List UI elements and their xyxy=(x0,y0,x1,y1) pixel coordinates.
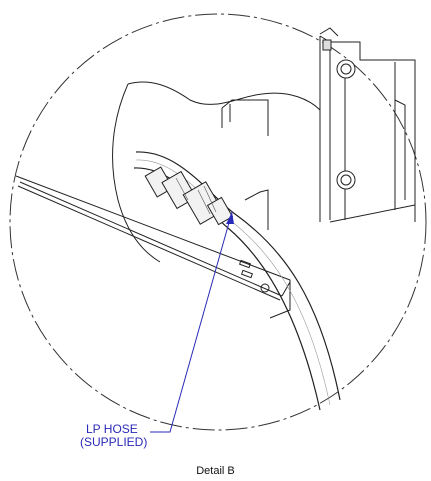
callout-label-line2: (SUPPLIED) xyxy=(80,435,148,449)
bolt-icon xyxy=(336,59,356,190)
panel-cutout xyxy=(112,81,321,263)
wall-panel xyxy=(319,35,416,223)
detail-caption: Detail B xyxy=(196,465,235,477)
bracket-fragment xyxy=(319,27,339,51)
callout-leader xyxy=(150,211,233,433)
hose-fitting xyxy=(144,166,234,226)
callout-arrowhead xyxy=(226,212,234,224)
callout-label-line1: LP HOSE xyxy=(86,422,138,436)
tray xyxy=(15,175,291,319)
detail-boundary-circle xyxy=(9,13,427,431)
